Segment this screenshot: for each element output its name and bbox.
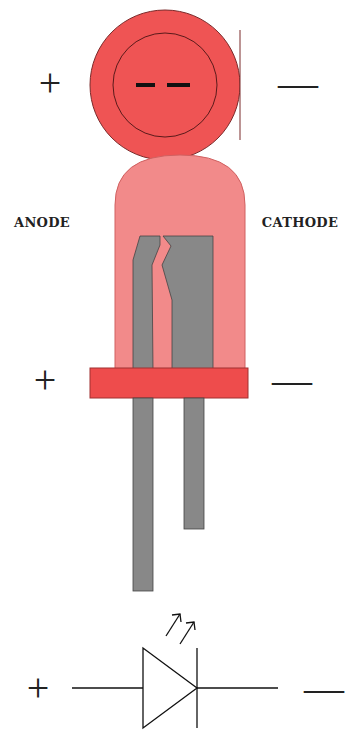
polarity-sign: + [27, 668, 50, 708]
led-symbol [72, 614, 278, 728]
polarity-sign: — [278, 63, 318, 103]
pin-name: ANODE [14, 216, 70, 229]
pin-name: CATHODE [262, 216, 338, 229]
led-top-view [90, 10, 240, 160]
led-side-view [90, 155, 248, 591]
polarity-sign: + [39, 63, 62, 103]
polarity-sign: + [34, 360, 57, 400]
polarity-sign: — [304, 668, 344, 708]
polarity-sign: — [272, 360, 312, 400]
